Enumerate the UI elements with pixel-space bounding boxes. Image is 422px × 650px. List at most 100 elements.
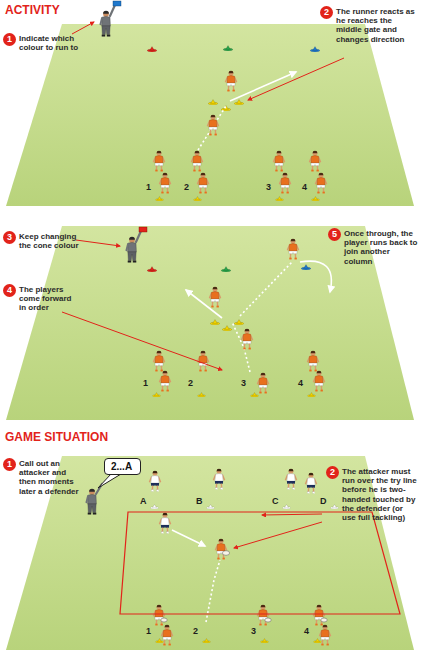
callout: 3Keep changing the cone colour — [3, 231, 86, 250]
callout-number: 2 — [326, 466, 339, 479]
column-number: 4 — [304, 626, 309, 636]
coach-figure — [110, 5, 115, 16]
player-figure — [280, 173, 291, 194]
leader-line — [248, 58, 344, 100]
marker-cone — [276, 197, 284, 202]
player-figure — [226, 71, 237, 92]
colour-cone — [310, 47, 320, 52]
marker-cone — [251, 393, 259, 398]
player-figure — [308, 351, 319, 372]
coach-figure — [113, 1, 121, 6]
player-figure — [198, 351, 209, 372]
run-arrow — [172, 72, 331, 622]
marker-cone — [151, 505, 159, 510]
player-figure — [242, 329, 253, 350]
marker-cone — [234, 320, 244, 325]
marker-cone — [203, 639, 211, 644]
callout-text: The players come forward in order — [19, 284, 77, 313]
colour-cone — [147, 47, 157, 52]
column-number: 4 — [298, 378, 303, 388]
callout-number: 1 — [3, 33, 16, 46]
colour-cone — [301, 265, 311, 270]
column-number: 3 — [241, 378, 246, 388]
player-figure — [274, 151, 285, 172]
player-figure — [214, 469, 225, 490]
leader-line — [76, 240, 120, 246]
pitch — [6, 24, 414, 206]
defender-letter: B — [196, 496, 203, 506]
marker-cone — [283, 505, 291, 510]
leader-line — [62, 312, 222, 370]
coach-figure — [100, 11, 110, 37]
player-figure — [316, 173, 327, 194]
rugby-ball — [222, 551, 229, 556]
try-area — [120, 512, 400, 614]
run-arrow — [240, 262, 292, 316]
marker-cone — [222, 326, 232, 331]
callout-number: 4 — [3, 284, 16, 297]
player-figure — [160, 371, 171, 392]
player-figure — [258, 605, 269, 626]
callout-text: Indicate which colour to run to — [19, 33, 83, 52]
column-number: 3 — [251, 626, 256, 636]
marker-cone — [156, 639, 164, 644]
pitch — [6, 24, 414, 650]
callout-text: Once through, the player runs back to jo… — [344, 228, 418, 266]
callout: 1Call out an attacker and then moments l… — [3, 458, 82, 496]
column-number: 2 — [188, 378, 193, 388]
player-figure — [192, 151, 203, 172]
callout: 2The runner reacts as he reaches the mid… — [320, 6, 417, 44]
coach-figure — [86, 489, 96, 515]
marker-cone — [153, 393, 161, 398]
column-number: 1 — [146, 182, 151, 192]
run-arrow — [198, 106, 226, 150]
defender-letter: A — [140, 496, 147, 506]
callout-text: The attacker must run over the try line … — [342, 466, 418, 522]
speech-bubble-tail — [98, 474, 121, 488]
player-figure — [310, 151, 321, 172]
defender-letter: C — [272, 496, 279, 506]
bubble-text: 2...A — [111, 461, 134, 472]
coach-figure — [136, 231, 141, 242]
marker-cone — [261, 639, 269, 644]
marker-cone — [312, 197, 320, 202]
marker-cone — [208, 100, 218, 105]
speech-bubble-tail — [98, 474, 121, 488]
callout-text: Call out an attacker and then moments la… — [19, 458, 81, 496]
player-figure — [150, 71, 331, 646]
player-figure — [208, 115, 219, 136]
marker-cone — [314, 639, 322, 644]
player-figure — [160, 513, 171, 534]
player-figure — [288, 239, 299, 260]
player-figure — [216, 539, 227, 560]
marker-cone — [194, 197, 202, 202]
callout-number: 1 — [3, 458, 16, 471]
player-figure — [198, 173, 209, 194]
defender-letter: D — [320, 496, 327, 506]
marker-cone — [308, 393, 316, 398]
marker-cone — [210, 320, 220, 325]
callout: 5Once through, the player runs back to j… — [328, 228, 419, 266]
section-heading: ACTIVITY — [5, 3, 60, 17]
column-number: 2 — [193, 626, 198, 636]
marker-cone — [331, 505, 339, 510]
coach-figure — [139, 227, 147, 232]
leader-line — [72, 22, 94, 34]
callout-text: The runner reacts as he reaches the midd… — [336, 6, 416, 44]
marker-cone — [156, 197, 164, 202]
player-figure — [306, 473, 317, 494]
player-figure — [314, 605, 325, 626]
leader-line — [234, 522, 322, 548]
colour-cone — [147, 267, 157, 272]
speech-bubble: 2...A — [104, 458, 141, 475]
callout-number: 5 — [328, 228, 341, 241]
callout-number: 2 — [320, 6, 333, 19]
callout: 1Indicate which colour to run to — [3, 33, 84, 52]
marker-cone — [198, 393, 206, 398]
colour-cone — [221, 267, 231, 272]
marker-cone — [207, 505, 215, 510]
